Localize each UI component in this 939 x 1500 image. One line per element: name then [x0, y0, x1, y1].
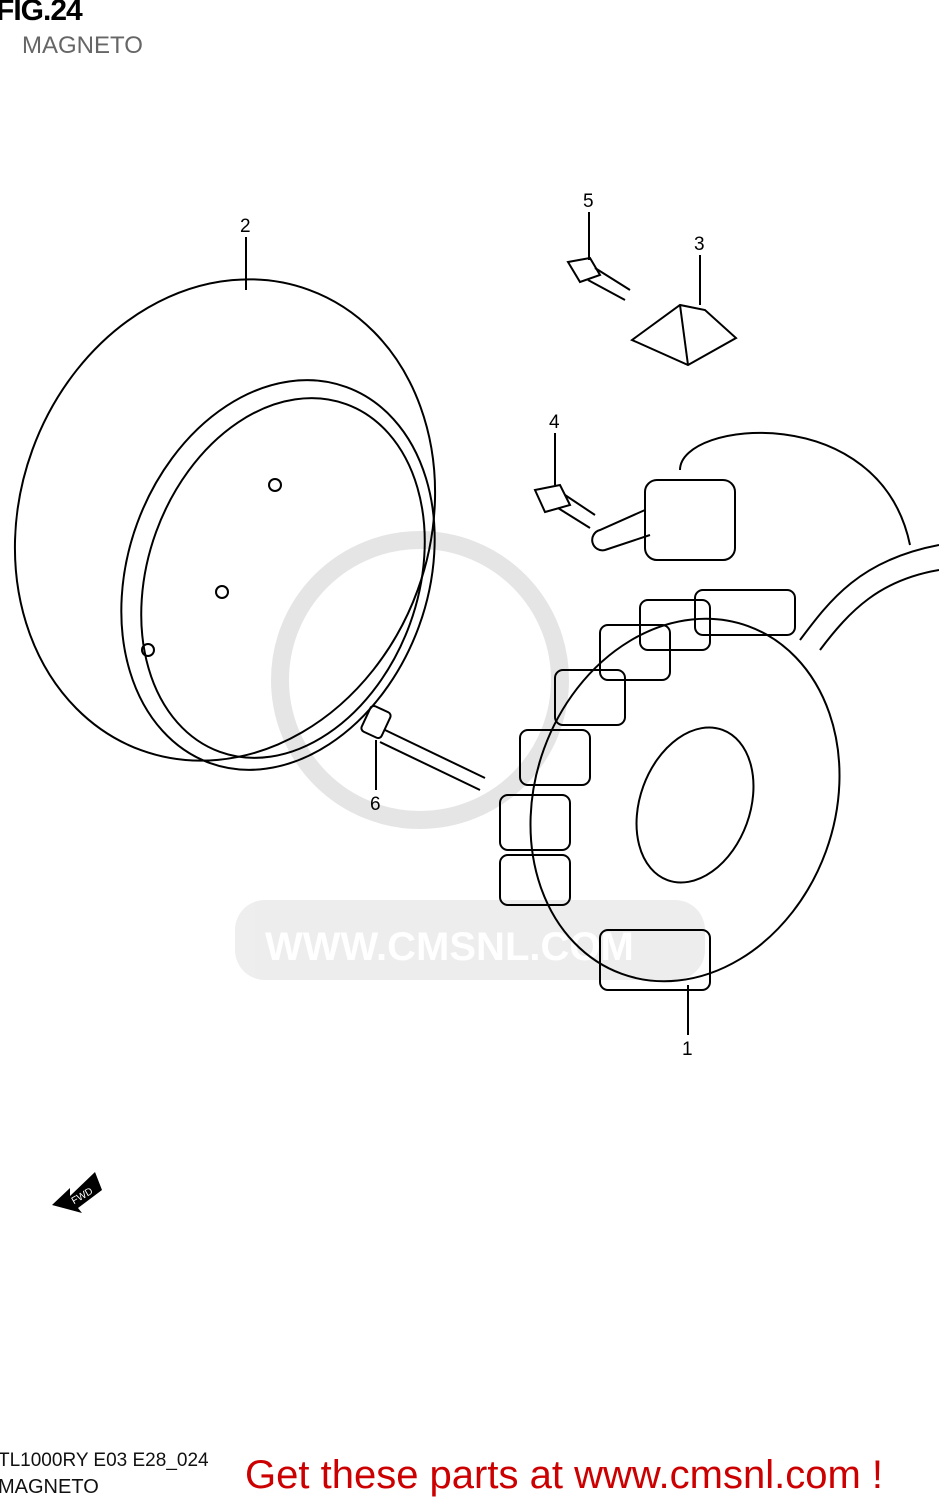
svg-text:WWW.CMSNL.COM: WWW.CMSNL.COM — [265, 925, 634, 969]
callout-label-2: 2 — [240, 216, 251, 237]
model-code: TL1000RY E03 E28_024 — [0, 1450, 209, 1471]
callout-5: 5 — [583, 191, 594, 260]
watermark-logo: WWW.CMSNL.COM — [235, 531, 705, 980]
callout-label-6: 6 — [370, 794, 381, 815]
figure-number: FIG.24 — [0, 0, 83, 27]
bolt-part-6[interactable] — [360, 704, 486, 791]
clamp-part-3[interactable] — [630, 303, 738, 367]
callout-6: 6 — [370, 740, 381, 815]
figure-subtitle: MAGNETO — [22, 32, 143, 59]
callout-2: 2 — [240, 216, 251, 290]
callout-4: 4 — [549, 412, 560, 485]
callout-label-4: 4 — [549, 412, 560, 433]
callout-label-5: 5 — [583, 191, 594, 212]
bolt-part-5[interactable] — [566, 256, 631, 301]
callout-3: 3 — [694, 234, 705, 305]
fwd-arrow-icon: FWD — [52, 1172, 102, 1213]
callout-label-1: 1 — [682, 1039, 693, 1060]
bolt-part-4[interactable] — [533, 483, 596, 529]
footer-caption: MAGNETO — [0, 1476, 99, 1498]
rotor-part-2[interactable] — [0, 220, 501, 821]
promo-link[interactable]: Get these parts at www.cmsnl.com ! — [245, 1453, 883, 1497]
callout-1: 1 — [682, 985, 693, 1060]
callout-label-3: 3 — [694, 234, 705, 255]
stator-part-1[interactable] — [481, 432, 939, 1025]
